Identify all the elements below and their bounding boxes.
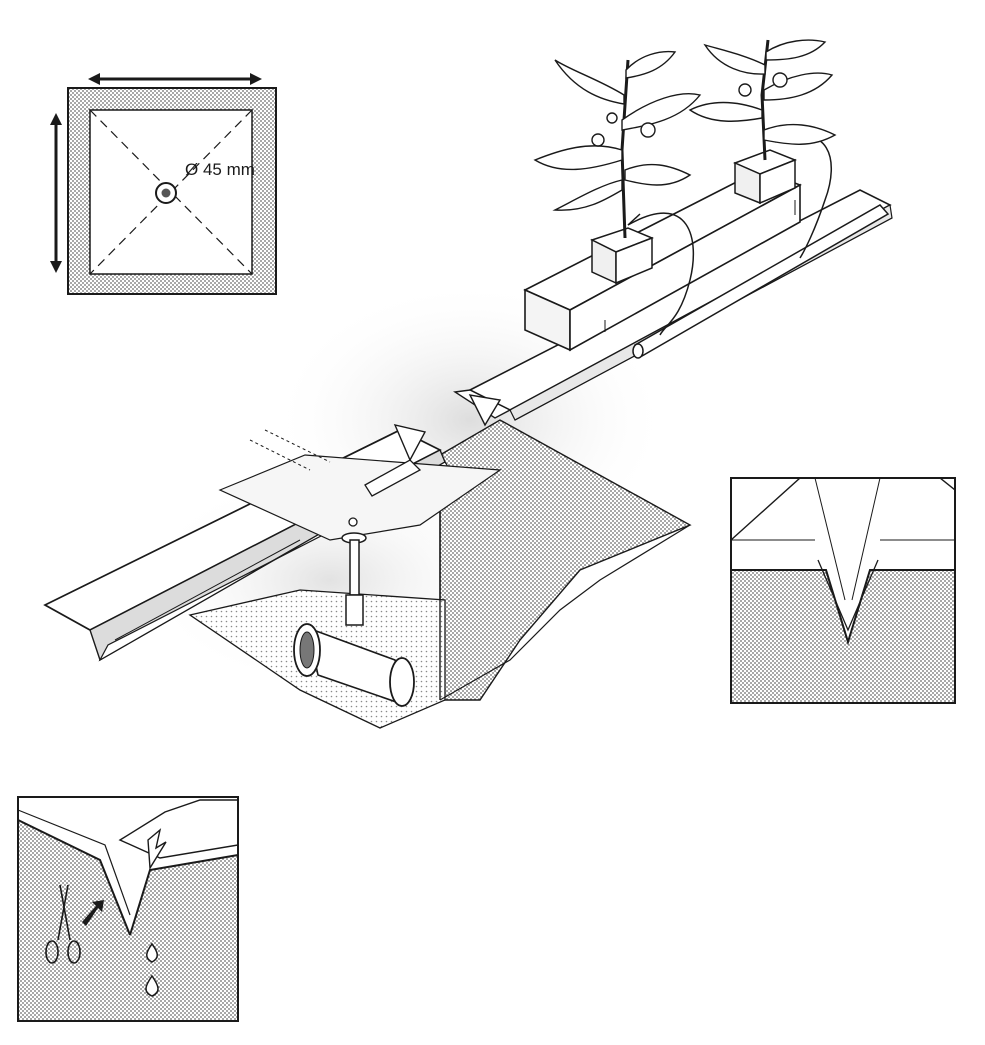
arrow-icon bbox=[82, 900, 104, 926]
water-drop-icon bbox=[146, 942, 158, 963]
scissors-icon bbox=[45, 884, 81, 964]
drain-pipe-assembly bbox=[293, 517, 415, 707]
plastic-foil-sheet bbox=[218, 429, 502, 541]
slab-top-view-detail: Ø 45 mm bbox=[50, 73, 277, 295]
tomato-plant bbox=[533, 50, 702, 239]
propagation-block bbox=[733, 149, 798, 205]
tomato-plant bbox=[688, 39, 837, 161]
height-dimension-arrow bbox=[50, 113, 62, 273]
drain-hole bbox=[155, 182, 177, 204]
drain-hole-diameter-label: Ø 45 mm bbox=[185, 160, 255, 179]
water-drop-icon bbox=[145, 974, 159, 997]
propagation-block bbox=[590, 227, 655, 285]
gutter-installation-scene bbox=[43, 39, 893, 729]
width-dimension-arrow bbox=[88, 73, 262, 85]
growing-slab bbox=[523, 169, 802, 352]
drain-cut-detail bbox=[17, 796, 239, 1022]
supply-pipe bbox=[632, 204, 890, 359]
gutter-profile-detail bbox=[730, 477, 956, 704]
